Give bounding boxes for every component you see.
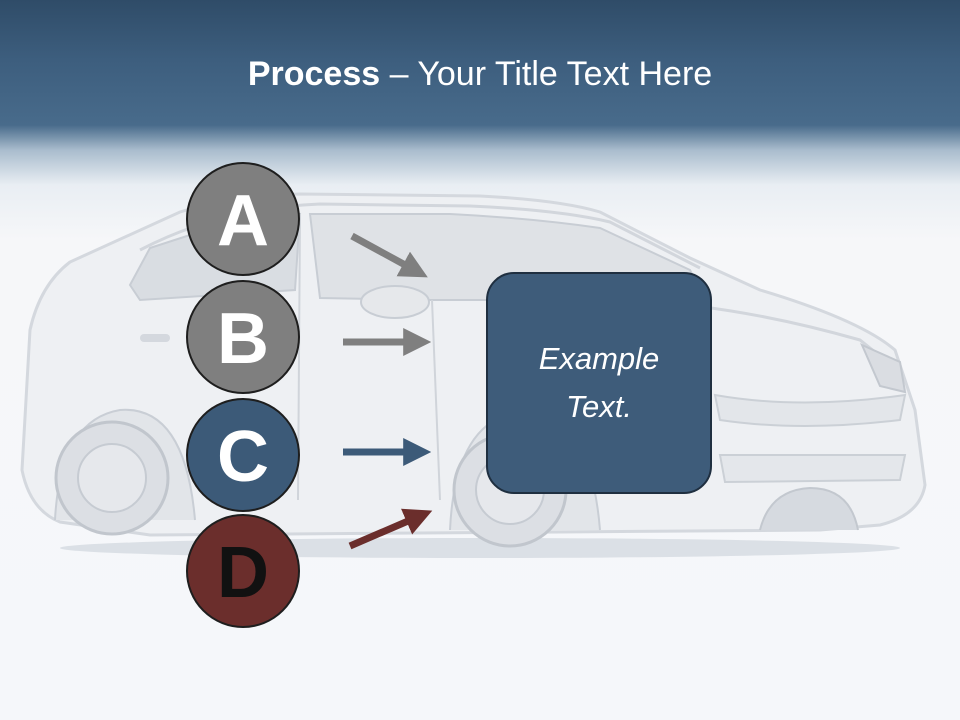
title-rest: – Your Title Text Here	[380, 55, 713, 93]
step-b-circle: B	[186, 280, 300, 394]
step-a-circle: A	[186, 162, 300, 276]
step-d-circle: D	[186, 514, 300, 628]
example-text: Example Text.	[538, 341, 660, 424]
slide-title: Process – Your Title Text Here	[0, 52, 960, 96]
arrow-d	[348, 508, 433, 550]
example-text-box: Example Text.	[486, 272, 712, 494]
title-bold: Process	[247, 55, 381, 93]
arrow-a	[350, 232, 428, 278]
step-c-circle: C	[186, 398, 300, 512]
step-c-letter: C	[217, 417, 269, 497]
step-b-letter: B	[217, 299, 269, 379]
step-a-letter: A	[217, 181, 269, 261]
step-d-letter: D	[217, 533, 269, 613]
